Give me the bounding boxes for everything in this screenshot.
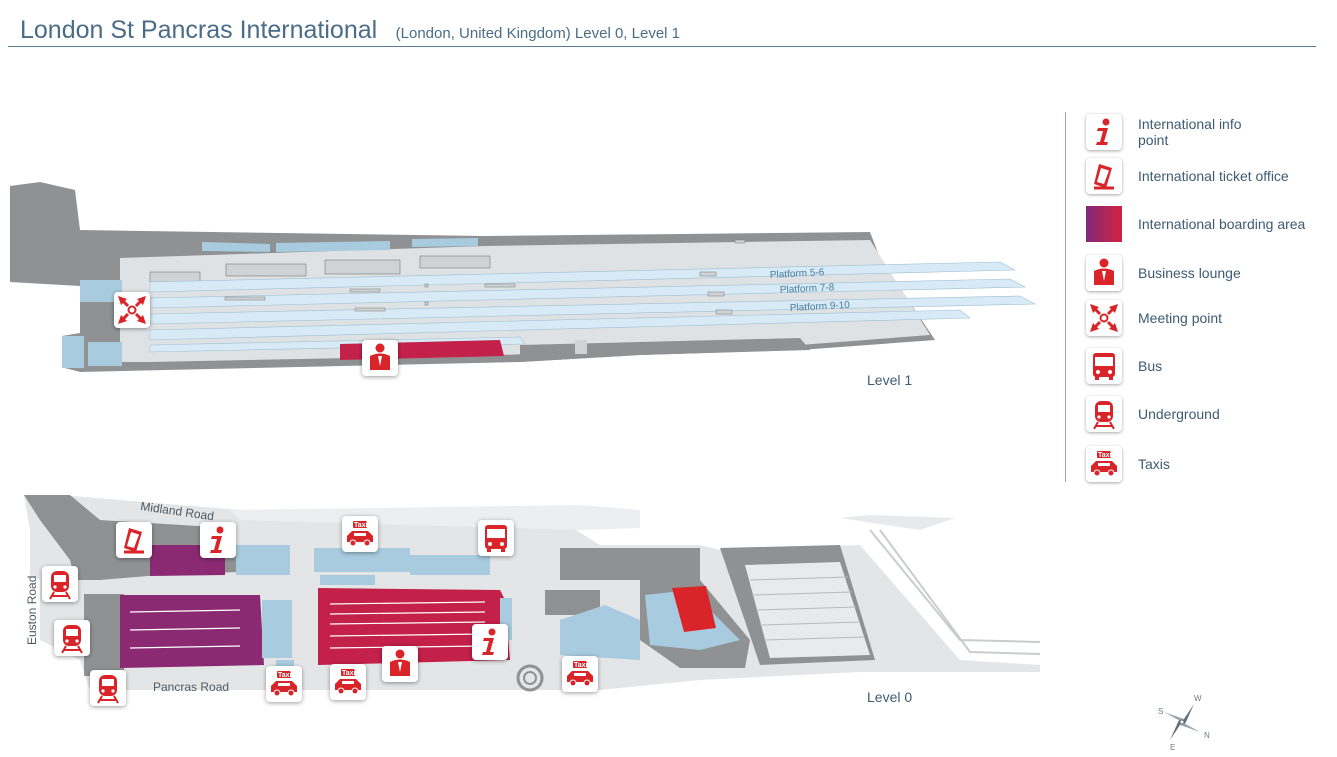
legend-item-underground: Underground <box>1086 396 1220 432</box>
page-title: London St Pancras International (London,… <box>20 16 680 45</box>
compass-rose-icon: W S E N <box>1158 694 1210 752</box>
title-underline <box>8 46 1316 47</box>
business-lounge-icon <box>1086 255 1122 291</box>
ticket-icon <box>1086 158 1122 194</box>
taxi-sign: Taxi <box>342 670 356 677</box>
taxi-sign: Taxi <box>1098 452 1112 459</box>
compass-w: W <box>1194 694 1202 703</box>
legend-item-meeting: Meeting point <box>1086 300 1222 336</box>
meeting-point-icon <box>1086 300 1122 336</box>
level-0-label: Level 0 <box>867 689 913 705</box>
legend-label: International ticket office <box>1138 168 1289 184</box>
boarding-area-west <box>120 595 264 668</box>
legend-item-boarding: International boarding area <box>1086 206 1305 242</box>
boarding-area-swatch <box>1086 206 1122 242</box>
underground-icon <box>1086 396 1122 432</box>
level-1-map: Platform 5-6 Platform 7-8 Platform 9-10 <box>10 182 1037 372</box>
taxi-sign: Taxi <box>574 662 588 669</box>
compass-s: S <box>1158 707 1163 716</box>
station-name: London St Pancras International <box>20 16 378 44</box>
legend-label: Bus <box>1138 358 1163 374</box>
legend-divider <box>1065 112 1066 482</box>
legend-item-bus: Bus <box>1086 348 1162 384</box>
bus-icon <box>485 525 507 552</box>
level-0-map <box>24 495 1041 692</box>
platform-label-5-6: Platform 5-6 <box>770 267 825 281</box>
station-subtitle: (London, United Kingdom) Level 0, Level … <box>395 25 681 42</box>
legend-item-ticket: International ticket office <box>1086 158 1289 194</box>
bus-icon <box>1086 348 1122 384</box>
legend-label: Business lounge <box>1138 265 1241 281</box>
level-1-label: Level 1 <box>867 372 913 388</box>
legend-item-lounge: Business lounge <box>1086 255 1241 291</box>
legend-label: International info point <box>1138 116 1242 148</box>
info-icon <box>1086 114 1122 150</box>
legend-item-info: International info point <box>1086 114 1258 150</box>
pancras-road-label: Pancras Road <box>153 680 229 694</box>
legend-label: Underground <box>1138 406 1220 422</box>
eurostar-red-block <box>672 586 716 632</box>
legend-label: Taxis <box>1138 456 1170 472</box>
taxi-icon: Taxi <box>1086 446 1122 482</box>
platform-label-9-10: Platform 9-10 <box>790 300 851 314</box>
legend-item-taxis: Taxi Taxis <box>1086 446 1170 482</box>
compass-n: N <box>1204 731 1210 740</box>
taxi-sign: Taxi <box>354 522 368 529</box>
taxi-sign: Taxi <box>278 672 292 679</box>
euston-road-label: Euston Road <box>25 576 39 645</box>
legend-label: International boarding area <box>1138 216 1306 232</box>
compass-e: E <box>1170 743 1175 752</box>
platform-label-7-8: Platform 7-8 <box>780 282 835 296</box>
legend-label: Meeting point <box>1138 310 1223 326</box>
